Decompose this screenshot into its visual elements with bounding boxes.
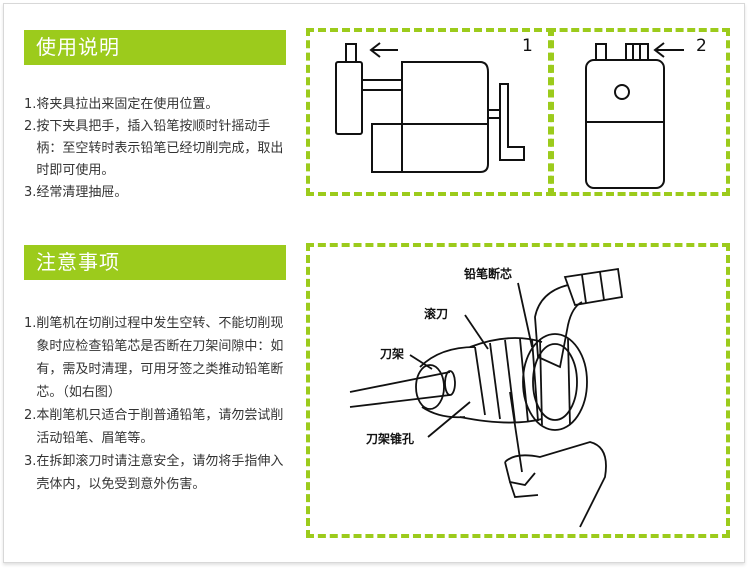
- sharpener-side-view: [335, 42, 525, 173]
- figure-1-number: 1: [522, 36, 533, 56]
- notice-title: 注意事项: [24, 245, 286, 280]
- usage-step: 2. 按下夹具把手，插入铅笔按顺时针摇动手柄：至空转时表示铅笔已经切削完成，取出…: [24, 119, 284, 178]
- figure-2-box: 2: [548, 28, 730, 196]
- notice-step: 1. 削笔机在切削过程中发生空转、不能切削现象时应检查铅笔芯是否断在刀架间隙中：…: [24, 316, 284, 400]
- label-roller-blade: 滚刀: [424, 307, 449, 321]
- notice-step: 3. 在拆卸滚刀时请注意安全，请勿将手指伸入壳体内，以免受到意外伤害。: [24, 454, 284, 492]
- label-broken-lead: 铅笔断芯: [464, 267, 513, 281]
- notice-step: 2. 本削笔机只适合于削普通铅笔，请勿尝试削活动铅笔、眉笔等。: [24, 408, 284, 446]
- sharpener-front-view: [585, 42, 684, 189]
- usage-step: 3. 经常清理抽屉。: [24, 185, 128, 200]
- label-blade-holder: 刀架: [380, 347, 405, 361]
- figure-1-box: 1: [306, 28, 554, 196]
- usage-title: 使用说明: [24, 30, 286, 65]
- notice-steps: 1. 削笔机在切削过程中发生空转、不能切削现象时应检查铅笔芯是否断在刀架间隙中：…: [24, 312, 289, 496]
- figure-2-number: 2: [696, 36, 707, 56]
- page-frame: [3, 3, 745, 563]
- figure-3-box: 铅笔断芯 滚刀 刀架 刀架锥孔: [306, 243, 730, 538]
- usage-steps: 1. 将夹具拉出来固定在使用位置。 2. 按下夹具把手，插入铅笔按顺时针摇动手柄…: [24, 94, 294, 204]
- sharpener-clearing-illustration: [349, 267, 624, 528]
- label-holder-cone-hole: 刀架锥孔: [366, 432, 415, 446]
- usage-step: 1. 将夹具拉出来固定在使用位置。: [24, 97, 219, 112]
